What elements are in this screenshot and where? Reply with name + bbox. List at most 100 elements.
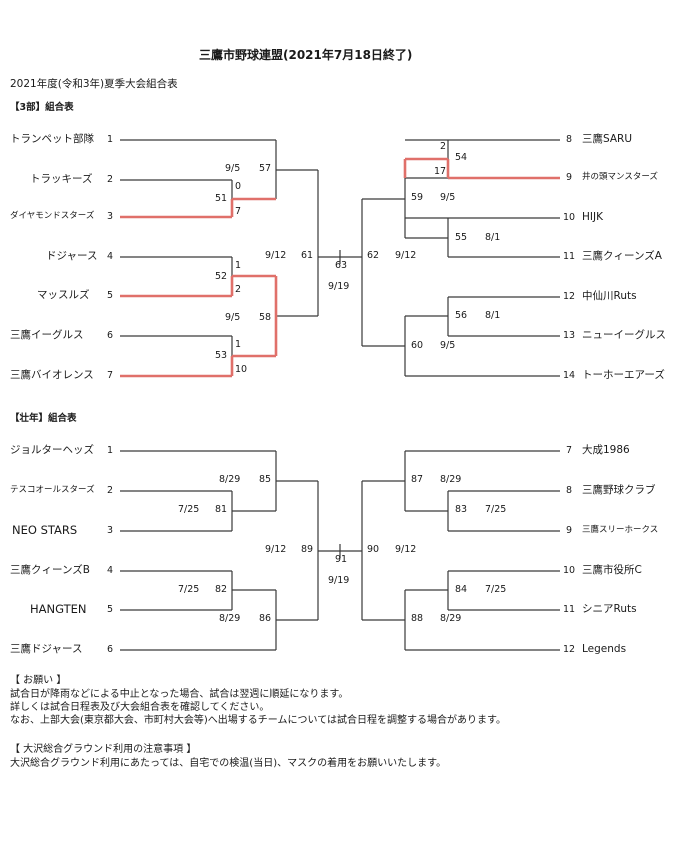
div3-team-3: ダイヤモンドスターズ <box>10 211 95 221</box>
senior-g82-number: 82 <box>215 584 228 595</box>
div3-team-14: トーホーエアーズ <box>582 369 665 381</box>
senior-section-label: 【壮年】組合表 <box>10 413 77 424</box>
div3-seed-13: 13 <box>563 330 576 341</box>
senior-seed-6: 6 <box>107 644 114 655</box>
senior-g91-date: 9/19 <box>328 575 350 586</box>
div3-seed-7: 7 <box>107 370 114 381</box>
div3-seed-3: 3 <box>107 211 114 222</box>
div3-g63-number: 63 <box>335 260 348 271</box>
div3-team-1: トランペット部隊 <box>10 133 94 145</box>
div3-g52-score-top: 1 <box>235 260 242 271</box>
div3-team-4: ドジャース <box>46 250 98 262</box>
senior-g86-number: 86 <box>259 613 272 624</box>
div3-team-9: 井の頭マンスターズ <box>582 172 658 182</box>
ground-title: 【 大沢総合グラウンド利用の注意事項 】 <box>10 744 197 755</box>
senior-team-9: 三鷹スリーホークス <box>582 525 659 535</box>
div3-g55-date: 8/1 <box>485 232 501 243</box>
senior-team-2: テスコオールスターズ <box>10 485 95 495</box>
div3-g54-score-top: 2 <box>440 141 447 152</box>
div3-g52-score-bot: 2 <box>235 284 242 295</box>
div3-g59-date: 9/5 <box>440 192 456 203</box>
senior-g85-date: 8/29 <box>219 474 241 485</box>
senior-g85-number: 85 <box>259 474 272 485</box>
senior-g88-number: 88 <box>411 613 424 624</box>
div3-team-13: ニューイーグルス <box>582 329 666 341</box>
ground-line-1: 大沢総合グラウンド利用にあたっては、自宅での検温(当日)、マスクの着用をお願いい… <box>10 758 447 769</box>
div3-g58-date: 9/5 <box>225 312 241 323</box>
senior-team-11: シニアRuts <box>582 603 637 615</box>
div3-winner-path <box>120 157 560 378</box>
div3-bracket <box>120 139 560 377</box>
div3-g63-date: 9/19 <box>328 281 350 292</box>
senior-g83-number: 83 <box>455 504 468 515</box>
div3-g56-number: 56 <box>455 310 468 321</box>
senior-g84-number: 84 <box>455 584 468 595</box>
div3-g54-number: 54 <box>455 152 468 163</box>
senior-team-1: ジョルターヘッズ <box>10 444 94 456</box>
senior-g89-date: 9/12 <box>265 544 287 555</box>
div3-g62-date: 9/12 <box>395 250 417 261</box>
page-subtitle: 2021年度(令和3年)夏季大会組合表 <box>10 78 178 90</box>
senior-team-8: 三鷹野球クラブ <box>582 484 656 496</box>
div3-g56-date: 8/1 <box>485 310 501 321</box>
senior-g83-date: 7/25 <box>485 504 507 515</box>
div3-team-6: 三鷹イーグルス <box>10 329 84 341</box>
request-line-3: なお、上部大会(東京都大会、市町村大会等)へ出場するチームについては試合日程を調… <box>10 715 507 726</box>
senior-g90-date: 9/12 <box>395 544 417 555</box>
senior-team-7: 大成1986 <box>582 444 630 456</box>
div3-seed-5: 5 <box>107 290 114 301</box>
div3-team-5: マッスルズ <box>37 289 90 301</box>
senior-seed-4: 4 <box>107 565 114 576</box>
div3-seed-14: 14 <box>563 370 576 381</box>
senior-team-3: NEO STARS <box>12 523 78 537</box>
div3-team-10: HIJK <box>582 211 603 223</box>
senior-team-5: HANGTEN <box>30 602 87 616</box>
senior-g81-number: 81 <box>215 504 228 515</box>
senior-seed-9: 9 <box>566 525 573 536</box>
div3-seed-4: 4 <box>107 251 114 262</box>
div3-g54-score-bot: 17 <box>434 166 447 177</box>
div3-g53-score-bot: 10 <box>235 364 248 375</box>
div3-seed-6: 6 <box>107 330 114 341</box>
senior-seed-8: 8 <box>566 485 573 496</box>
request-title: 【 お願い 】 <box>10 675 67 686</box>
div3-seed-1: 1 <box>107 134 114 145</box>
senior-seed-5: 5 <box>107 604 114 615</box>
div3-g61-number: 61 <box>301 250 314 261</box>
div3-g59-number: 59 <box>411 192 424 203</box>
div3-g53-score-top: 1 <box>235 339 242 350</box>
senior-g87-number: 87 <box>411 474 424 485</box>
div3-g51-score-bot: 7 <box>235 206 242 217</box>
senior-g81-date: 7/25 <box>178 504 200 515</box>
div3-seed-8: 8 <box>566 134 573 145</box>
request-line-2: 詳しくは試合日程表及び大会組合表を確認してください。 <box>10 702 270 713</box>
senior-g82-date: 7/25 <box>178 584 200 595</box>
div3-g52-number: 52 <box>215 271 228 282</box>
senior-g91-number: 91 <box>335 554 348 565</box>
div3-g57-number: 57 <box>259 163 272 174</box>
senior-seed-1: 1 <box>107 445 114 456</box>
senior-g89-number: 89 <box>301 544 314 555</box>
div3-g60-date: 9/5 <box>440 340 456 351</box>
div3-seed-11: 11 <box>563 251 576 262</box>
senior-team-10: 三鷹市役所C <box>582 564 642 576</box>
senior-seed-12: 12 <box>563 644 576 655</box>
senior-g88-date: 8/29 <box>440 613 462 624</box>
div3-g62-number: 62 <box>367 250 380 261</box>
div3-g57-date: 9/5 <box>225 163 241 174</box>
div3-seed-9: 9 <box>566 172 573 183</box>
div3-g55-number: 55 <box>455 232 468 243</box>
senior-bracket <box>120 450 560 651</box>
senior-g87-date: 8/29 <box>440 474 462 485</box>
div3-team-8: 三鷹SARU <box>582 133 633 145</box>
div3-g61-date: 9/12 <box>265 250 287 261</box>
senior-seed-2: 2 <box>107 485 114 496</box>
senior-g86-date: 8/29 <box>219 613 241 624</box>
senior-seed-7: 7 <box>566 445 573 456</box>
senior-team-12: Legends <box>582 643 627 655</box>
page-title: 三鷹市野球連盟(2021年7月18日終了) <box>199 48 413 62</box>
senior-team-4: 三鷹クィーンズB <box>10 564 90 576</box>
div3-team-11: 三鷹クィーンズA <box>582 250 662 262</box>
div3-seed-2: 2 <box>107 174 114 185</box>
